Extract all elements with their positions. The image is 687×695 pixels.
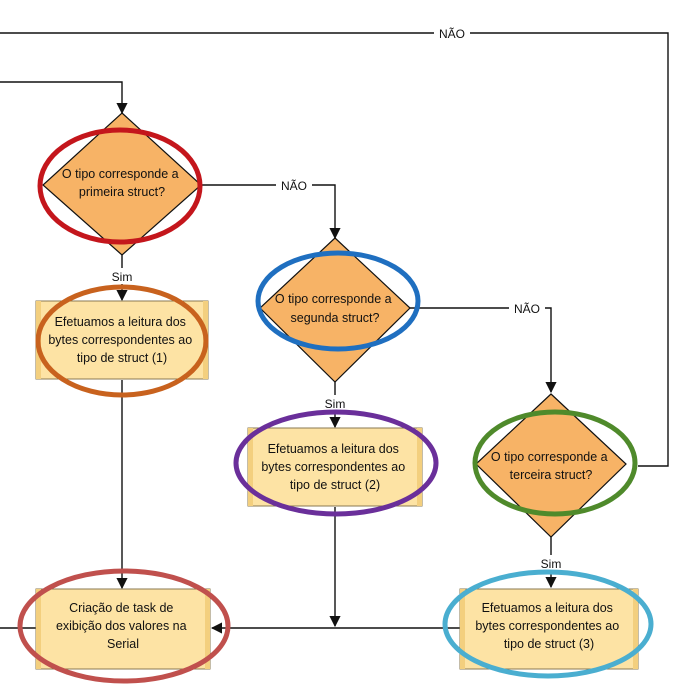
highlight-process-4 (17, 568, 231, 684)
process-2-left-band (248, 428, 253, 506)
process-3-box (459, 588, 639, 670)
label-bg-yes-1 (106, 268, 138, 284)
edge-d1-d2 (201, 184, 341, 240)
process-2-text: Efetuamos a leitura dos bytes correspond… (261, 442, 408, 492)
process-2-line-1: Efetuamos a leitura dos (268, 442, 399, 456)
process-4-right-band (205, 589, 210, 669)
highlight-process-1 (35, 284, 209, 398)
process-3-line-3: tipo de struct (3) (504, 637, 594, 651)
decision-3-shape (475, 393, 627, 538)
process-3-text: Efetuamos a leitura dos bytes correspond… (475, 601, 622, 651)
highlight-process-2 (233, 409, 439, 517)
edge-labels: NÃO NÃO NÃO Sim Sim Sim (106, 25, 567, 571)
process-3-right-band (633, 589, 638, 669)
highlight-process-3 (442, 569, 654, 679)
process-1-line-2: bytes correspondentes ao (48, 333, 192, 347)
process-4-text: Criação de task de exibição dos valores … (56, 601, 190, 651)
decision-3: O tipo corresponde a terceira struct? (475, 393, 627, 538)
process-1-line-1: Efetuamos a leitura dos (55, 315, 186, 329)
process-1-line-3: tipo de struct (1) (77, 351, 167, 365)
process-1-box (35, 300, 209, 380)
edge-entry (0, 81, 128, 115)
process-2-line-2: bytes correspondentes ao (261, 460, 405, 474)
label-yes-2: Sim (325, 397, 346, 411)
process-4: Criação de task de exibição dos valores … (35, 588, 211, 670)
label-yes-3: Sim (541, 557, 562, 571)
process-2-right-band (417, 428, 422, 506)
process-4-line-3: Serial (107, 637, 139, 651)
label-no-top: NÃO (439, 27, 465, 41)
label-bg-yes-3 (535, 555, 567, 571)
label-bg-no-top (434, 25, 470, 41)
edge-d2-d3 (410, 307, 557, 394)
edge-no-loop (0, 32, 669, 467)
process-2: Efetuamos a leitura dos bytes correspond… (247, 427, 423, 507)
process-4-left-band (36, 589, 41, 669)
decision-1-line-2: primeira struct? (79, 185, 165, 199)
decision-2-line-1: O tipo corresponde a (275, 292, 392, 306)
process-3-left-band (460, 589, 465, 669)
process-1-text: Efetuamos a leitura dos bytes correspond… (48, 315, 195, 365)
decision-2-shape (259, 237, 411, 383)
decision-3-line-2: terceira struct? (510, 468, 593, 482)
decision-1-shape (42, 112, 202, 256)
highlight-decision-2 (255, 250, 421, 352)
process-2-line-3: tipo de struct (2) (290, 478, 380, 492)
decision-1-text: O tipo corresponde a primeira struct? (62, 167, 182, 199)
decision-2-line-2: segunda struct? (291, 311, 380, 325)
decision-2-text: O tipo corresponde a segunda struct? (275, 292, 395, 325)
process-3: Efetuamos a leitura dos bytes correspond… (459, 588, 639, 670)
decision-2: O tipo corresponde a segunda struct? (259, 237, 411, 383)
process-3-line-1: Efetuamos a leitura dos (482, 601, 613, 615)
label-no-1: NÃO (281, 179, 307, 193)
highlight-decision-1 (37, 127, 203, 245)
decision-3-line-1: O tipo corresponde a (491, 450, 608, 464)
process-4-line-2: exibição dos valores na (56, 619, 187, 633)
label-bg-no-2 (509, 300, 545, 316)
process-4-line-1: Criação de task de (69, 601, 173, 615)
connectors (0, 32, 669, 634)
decision-1: O tipo corresponde a primeira struct? (42, 112, 202, 256)
decision-3-text: O tipo corresponde a terceira struct? (491, 450, 611, 482)
process-3-line-2: bytes correspondentes ao (475, 619, 619, 633)
process-1: Efetuamos a leitura dos bytes correspond… (35, 300, 209, 380)
label-no-2: NÃO (514, 302, 540, 316)
label-bg-no-1 (276, 177, 312, 193)
highlight-decision-3 (472, 409, 638, 517)
decision-1-line-1: O tipo corresponde a (62, 167, 179, 181)
label-yes-1: Sim (112, 270, 133, 284)
label-bg-yes-2 (319, 395, 351, 411)
highlight-ellipses (17, 127, 654, 684)
